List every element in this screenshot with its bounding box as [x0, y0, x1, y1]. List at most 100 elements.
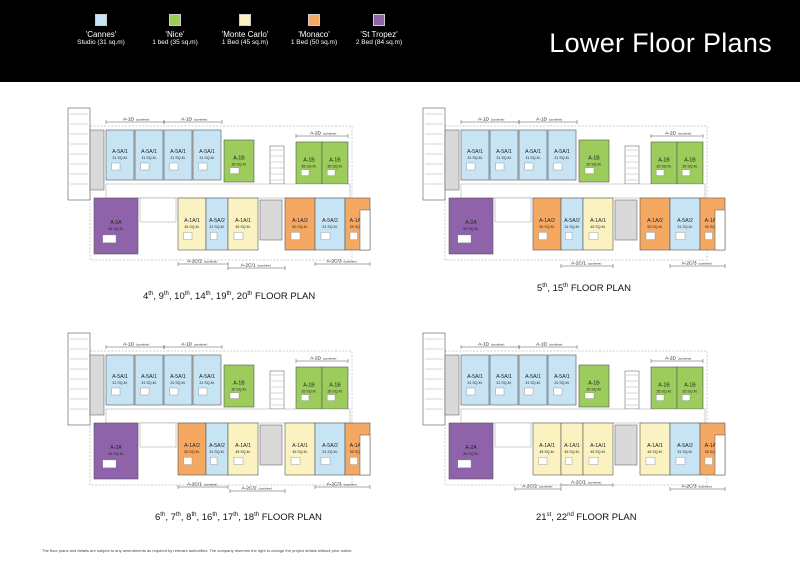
- unit-a1b-left-bath: [584, 167, 595, 174]
- unit-a5a1-2-bath: [495, 387, 505, 396]
- unit-a5a1-4: [547, 354, 577, 406]
- terrace: [494, 422, 532, 448]
- bracket-a2c1-label: A-2C/1: [571, 480, 586, 486]
- unit-a5a1-2-bath: [495, 162, 505, 171]
- legend-desc: 1 Bed (45 sq.m): [221, 39, 269, 46]
- unit-bottom-1: [532, 197, 562, 251]
- unit-a1b-right-1-label: A-1B: [303, 157, 315, 163]
- floor-plan-drawing: A-5A/131 SQ.M.A-5A/131 SQ.M.A-5A/131 SQ.…: [67, 107, 371, 270]
- bracket-a2c3-label: A-2C/3: [327, 259, 342, 265]
- unit-bottom-3-bath: [588, 232, 599, 240]
- unit-bottom-2-bath: [210, 457, 218, 465]
- unit-a5a1-1-label: A-5A/1: [112, 374, 128, 380]
- unit-a5a1-2: [134, 129, 164, 181]
- unit-a1b-right-1-label: A-1B: [658, 382, 670, 388]
- unit-a5a1-4: [547, 129, 577, 181]
- legend-nice: 'Nice' 1 bed (35 sq.m): [144, 14, 206, 47]
- unit-bottom-1-label: A-1A/2: [539, 218, 555, 224]
- unit-a1b-left-label: A-1B: [588, 155, 600, 161]
- unit-bottom-2-bath: [565, 232, 573, 240]
- unit-a5a1-4-label: A-5A/1: [554, 374, 570, 380]
- unit-a2a-size: 84 SQ.M.: [108, 227, 123, 231]
- right-balcony: [714, 209, 726, 251]
- unit-a5a1-4-bath: [553, 162, 563, 171]
- unit-bottom-1-bath: [538, 457, 548, 465]
- header-bar: 'Cannes' Studio (31 sq.m) 'Nice' 1 bed (…: [0, 0, 800, 82]
- central-core: [614, 199, 638, 241]
- unit-a1b-left: [223, 139, 255, 183]
- unit-bottom-3-label: A-1A/1: [235, 443, 251, 449]
- unit-bottom-5: [669, 422, 701, 476]
- unit-a1b-right-1-size: 35 SQ.M.: [656, 164, 671, 168]
- unit-a1b-left-label: A-1B: [233, 155, 245, 161]
- unit-a5a1-4: [192, 354, 222, 406]
- bracket-a2d-label: A-2D: [310, 356, 321, 362]
- unit-bottom-5-label: A-5A/2: [677, 443, 693, 449]
- unit-bottom-3-label: A-1A/1: [590, 218, 606, 224]
- bracket-a1d-2-label: A-1D: [536, 117, 547, 123]
- unit-bottom-2-bath: [565, 457, 573, 465]
- unit-a5a1-1-bath: [466, 162, 476, 171]
- bracket-a2c2-label: A-2C/2: [522, 484, 537, 490]
- bracket-a2d-combine: (combine): [678, 357, 691, 361]
- legend-name: 'Cannes': [85, 30, 117, 39]
- unit-bottom-4-bath: [290, 457, 301, 465]
- unit-bottom-6-label: A-1A/3: [350, 218, 366, 224]
- unit-a1b-right-2-size: 35 SQ.M.: [327, 389, 342, 393]
- unit-bottom-2-label: A-1A/1: [564, 443, 580, 449]
- unit-a5a1-4-size: 31 SQ.M.: [199, 381, 214, 385]
- legend-name: 'Monte Carlo': [221, 30, 269, 39]
- unit-a5a1-3-label: A-5A/1: [525, 149, 541, 155]
- central-core: [614, 424, 638, 466]
- unit-a5a1-2-bath: [140, 162, 150, 171]
- unit-bottom-3: [227, 422, 259, 476]
- unit-a5a1-2: [489, 129, 519, 181]
- unit-a1b-right-1: [650, 141, 678, 185]
- terrace: [139, 422, 177, 448]
- unit-a1b-left: [578, 139, 610, 183]
- right-balcony: [359, 209, 371, 251]
- unit-bottom-5-size: 31 SQ.M.: [677, 225, 692, 229]
- unit-bottom-5-bath: [675, 232, 686, 240]
- bracket-a2c1-combine: (combine): [588, 262, 601, 266]
- unit-bottom-2-label: A-5A/2: [209, 218, 225, 224]
- unit-a5a1-1-size: 31 SQ.M.: [112, 381, 127, 385]
- unit-bottom-4-bath: [645, 457, 656, 465]
- floor-plan-caption-2: 5th, 15th FLOOR PLAN: [537, 283, 632, 295]
- bracket-a1d-2-label: A-1D: [536, 342, 547, 348]
- unit-bottom-3-size: 45 SQ.M.: [235, 450, 250, 454]
- legend-desc: 1 Bed (50 sq.m): [290, 39, 338, 46]
- unit-a5a1-1-bath: [111, 387, 121, 396]
- unit-a5a1-3-size: 31 SQ.M.: [525, 381, 540, 385]
- unit-a5a1-2-label: A-5A/1: [496, 374, 512, 380]
- unit-a5a1-3-label: A-5A/1: [525, 374, 541, 380]
- unit-a1b-right-2-size: 35 SQ.M.: [682, 164, 697, 168]
- central-core: [259, 424, 283, 466]
- bracket-a2c3-combine: (combine): [699, 262, 712, 266]
- unit-bottom-5-bath: [320, 232, 331, 240]
- unit-a1b-left-bath: [229, 167, 240, 174]
- unit-a1b-right-2-bath: [682, 394, 691, 401]
- unit-a1b-left-bath: [229, 392, 240, 399]
- unit-a5a1-3-bath: [524, 387, 534, 396]
- unit-a5a1-3-label: A-5A/1: [170, 149, 186, 155]
- floor-plan-drawing: A-5A/131 SQ.M.A-5A/131 SQ.M.A-5A/131 SQ.…: [67, 332, 371, 493]
- unit-a2a: [448, 197, 494, 255]
- bracket-a2c1-label: A-2C/1: [571, 261, 586, 267]
- bracket-a2d-label: A-2D: [665, 131, 676, 137]
- unit-a5a1-2-size: 31 SQ.M.: [496, 381, 511, 385]
- unit-a5a1-3-size: 31 SQ.M.: [170, 381, 185, 385]
- bracket-a2c1-label: A-2C/1: [187, 482, 202, 488]
- unit-a1b-left-bath: [584, 392, 595, 399]
- unit-a2a-label: A-2A: [465, 220, 477, 226]
- unit-bottom-4: [639, 422, 671, 476]
- unit-bottom-2-size: 31 SQ.M.: [209, 450, 224, 454]
- unit-a5a1-3-size: 31 SQ.M.: [525, 156, 540, 160]
- unit-a1b-right-2-label: A-1B: [329, 382, 341, 388]
- right-balcony: [359, 434, 371, 476]
- unit-a5a1-1: [460, 129, 490, 181]
- unit-bottom-5-size: 31 SQ.M.: [677, 450, 692, 454]
- unit-a1b-left-size: 35 SQ.M.: [586, 162, 601, 166]
- unit-a1b-right-2-label: A-1B: [684, 157, 696, 163]
- bracket-a2c3-label: A-2C/3: [682, 261, 697, 267]
